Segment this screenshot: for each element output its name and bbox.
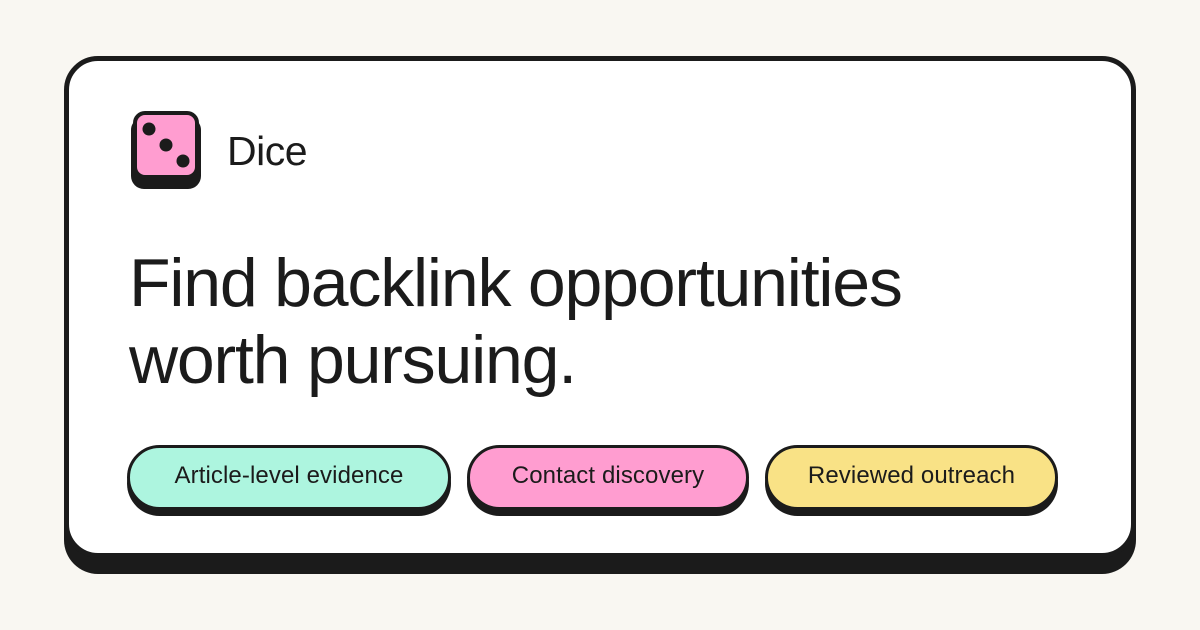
tag-reviewed-outreach: Reviewed outreach <box>765 445 1058 510</box>
brand-name: Dice <box>227 127 308 174</box>
headline: Find backlink opportunities worth pursui… <box>129 245 1089 399</box>
hero-card: Dice Find backlink opportunities worth p… <box>64 56 1136 558</box>
headline-line-2: worth pursuing. <box>129 322 577 398</box>
tag-contact-discovery: Contact discovery <box>467 445 749 510</box>
brand: Dice <box>131 111 308 189</box>
headline-line-1: Find backlink opportunities <box>129 245 903 321</box>
feature-tags: Article-level evidence Contact discovery… <box>127 445 1058 510</box>
tag-article-level-evidence: Article-level evidence <box>127 445 451 510</box>
dice-three-icon <box>131 111 201 189</box>
